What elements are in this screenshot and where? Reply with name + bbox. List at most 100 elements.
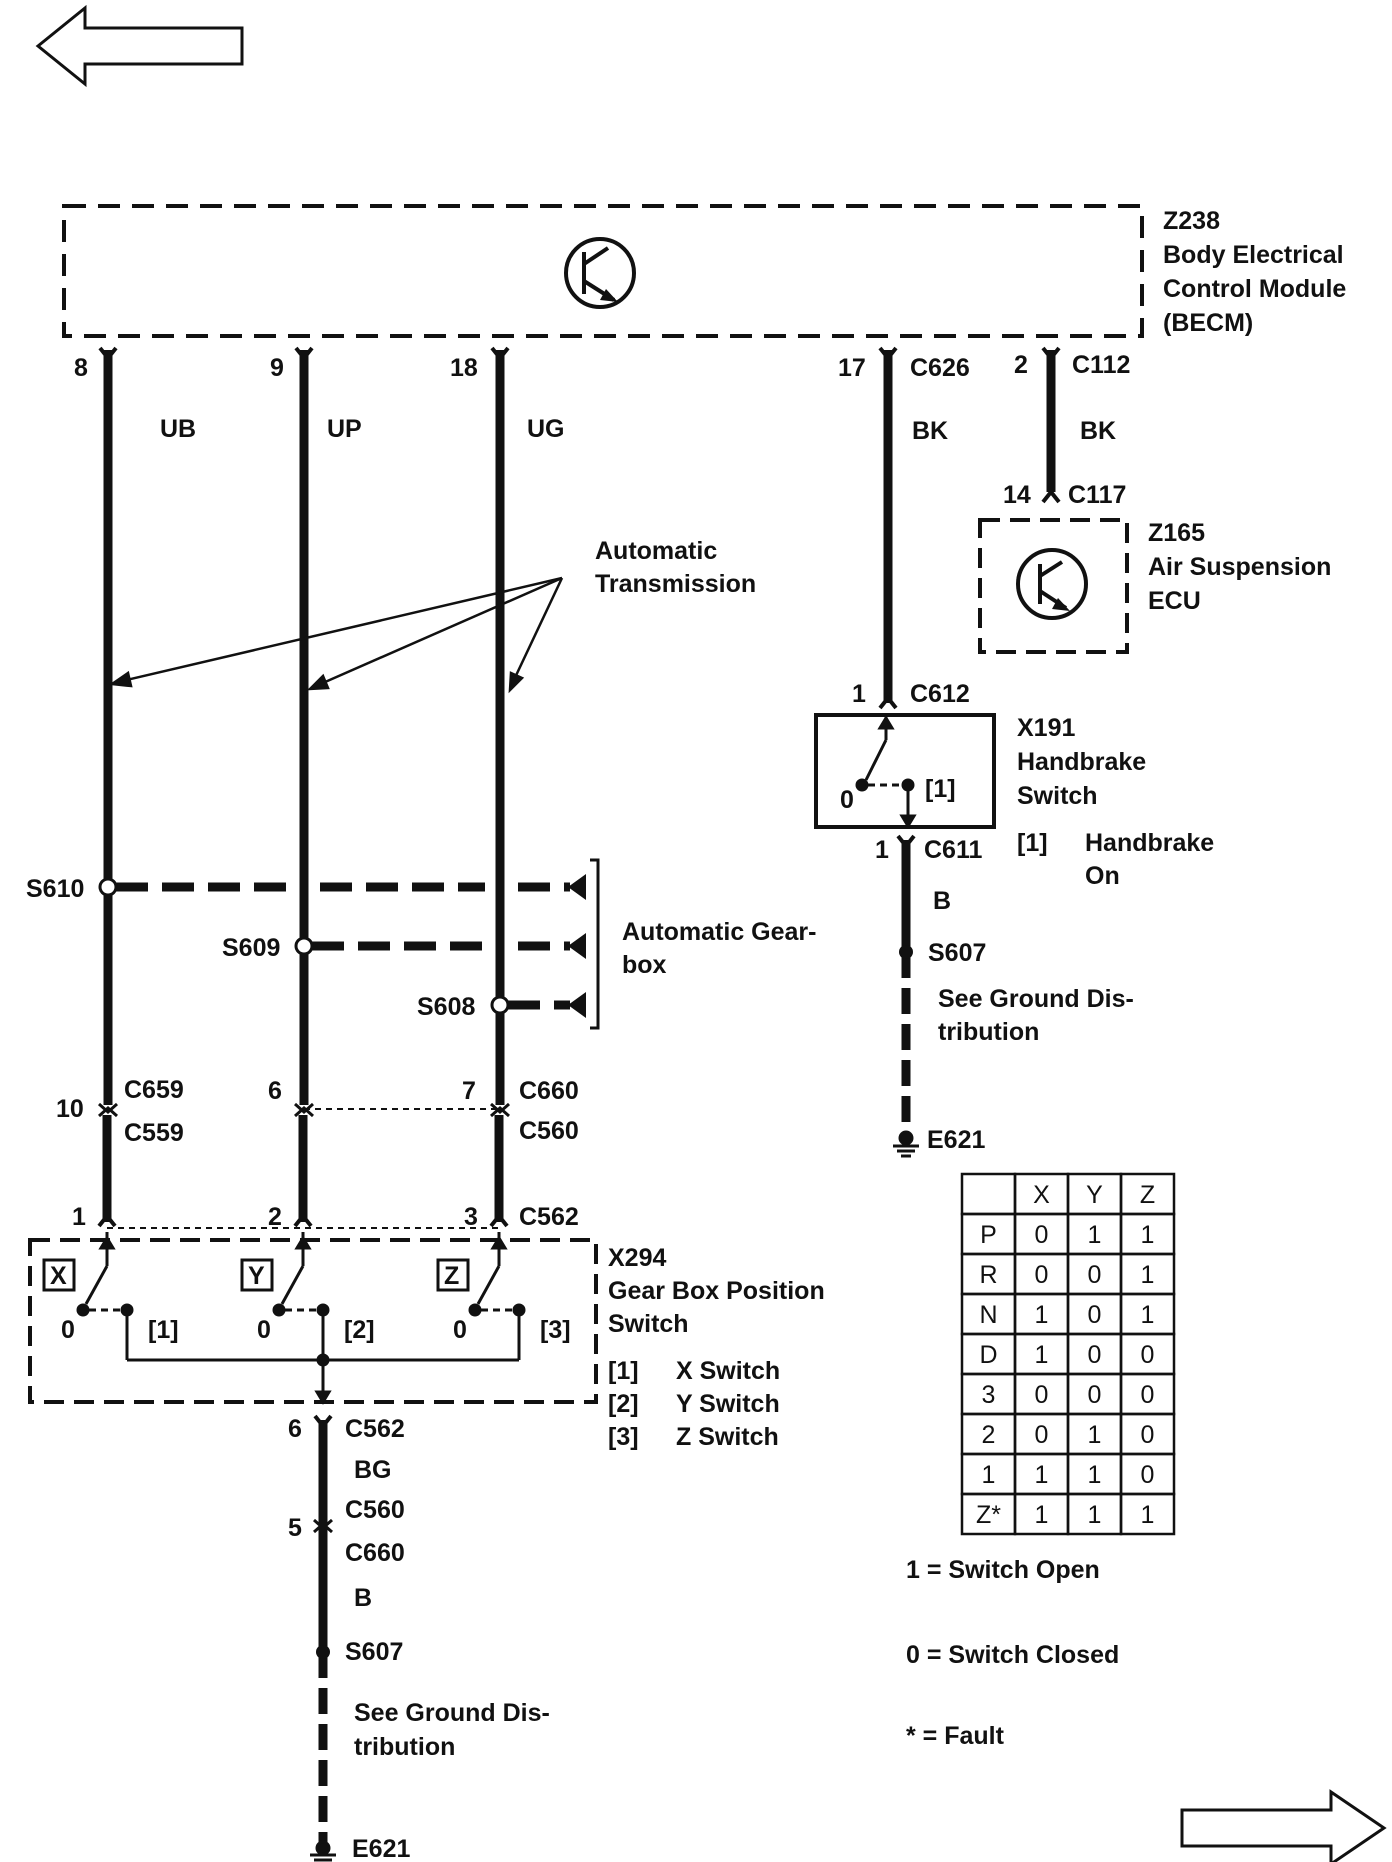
handbrake-id: X191 <box>1017 714 1075 742</box>
transistor-icon <box>564 237 636 309</box>
switch-z-note: [3] <box>540 1316 571 1344</box>
switch-y-label: Y <box>248 1262 265 1290</box>
pin-7: 7 <box>462 1077 476 1105</box>
truth-table-value: 1 <box>1035 1301 1049 1329</box>
handbrake-pos-1: [1] <box>925 775 956 803</box>
gbps-legend-text-1: X Switch <box>676 1357 780 1385</box>
truth-table-value: 0 <box>1088 1261 1102 1289</box>
becm-module-box <box>62 204 1144 338</box>
truth-table-value: 1 <box>1035 1341 1049 1369</box>
legend-open: 1 = Switch Open <box>906 1556 1100 1584</box>
gearbox-bracket <box>590 858 600 1030</box>
wire-b-1: B <box>933 887 951 915</box>
connector-c562: C562 <box>519 1203 579 1231</box>
becm-name-line1: Body Electrical <box>1163 241 1344 269</box>
truth-table-value: 2 <box>982 1421 996 1449</box>
splice-lines <box>116 882 570 1010</box>
gearbox-note-line1: Automatic Gear- <box>622 918 816 946</box>
splice-dot-s610 <box>98 877 118 897</box>
becm-id: Z238 <box>1163 207 1220 235</box>
gbps-legend-text-3: Z Switch <box>676 1423 779 1451</box>
pin-10: 10 <box>56 1095 84 1123</box>
ground-icon <box>893 1130 919 1158</box>
connector-c560-b: C560 <box>345 1496 405 1524</box>
legend-closed: 0 = Switch Closed <box>906 1641 1119 1669</box>
truth-table-value: P <box>980 1221 997 1249</box>
inline-connectors <box>98 1102 510 1118</box>
ecu-name-line1: Air Suspension <box>1148 553 1331 581</box>
ground-note-line2: tribution <box>938 1018 1039 1046</box>
forward-arrow-icon[interactable] <box>1180 1789 1387 1862</box>
truth-table-value: 0 <box>1088 1301 1102 1329</box>
air-suspension-ecu-box <box>978 518 1129 654</box>
becm-name-line3: (BECM) <box>1163 309 1253 337</box>
truth-table-value: 1 <box>1141 1501 1155 1529</box>
switch-x-label-box <box>42 1258 76 1292</box>
switch-y-pos0: 0 <box>257 1316 271 1344</box>
splice-dot-s609 <box>294 936 314 956</box>
truth-table-header: X <box>1033 1181 1050 1209</box>
handbrake-note-line2: On <box>1085 862 1120 890</box>
pin-1-c612: 1 <box>852 680 866 708</box>
switch-z-label-box <box>436 1258 470 1292</box>
switch-x-icon <box>76 1232 134 1317</box>
inline-connector-c560 <box>313 1518 333 1534</box>
pin-17: 17 <box>838 354 866 382</box>
truth-table-value: 0 <box>1141 1381 1155 1409</box>
switch-z-pos0: 0 <box>453 1316 467 1344</box>
switch-x-pos0: 0 <box>61 1316 75 1344</box>
gbps-id: X294 <box>608 1244 666 1272</box>
truth-table-value: 1 <box>1035 1501 1049 1529</box>
gear-box-position-switch-box <box>28 1238 598 1404</box>
splice-s607-a: S607 <box>928 939 986 967</box>
wire-up: UP <box>327 415 362 443</box>
pin-6-c562: 6 <box>288 1415 302 1443</box>
connector-c117: C117 <box>1068 481 1126 509</box>
back-arrow-icon[interactable] <box>35 4 244 88</box>
wire-ub: UB <box>160 415 196 443</box>
truth-table-value: 1 <box>1141 1301 1155 1329</box>
connector-c660: C660 <box>519 1077 579 1105</box>
wire-ug: UG <box>527 415 565 443</box>
truth-table-header: Z <box>1140 1181 1155 1209</box>
auto-trans-leaders <box>108 576 564 694</box>
truth-table-cell <box>1119 1492 1176 1536</box>
wire-bg: BG <box>354 1456 392 1484</box>
switch-pin-3: 3 <box>464 1203 478 1231</box>
pin-1-c611: 1 <box>875 836 889 864</box>
ecu-id: Z165 <box>1148 519 1205 547</box>
connector-c559: C559 <box>124 1119 184 1147</box>
gbps-name-line2: Switch <box>608 1310 689 1338</box>
splice-dot <box>899 945 913 959</box>
truth-table-value: 1 <box>1088 1421 1102 1449</box>
ecu-name-line2: ECU <box>1148 587 1201 615</box>
pin-18: 18 <box>450 354 478 382</box>
splice-s610: S610 <box>26 875 84 903</box>
connector-c562-b: C562 <box>345 1415 405 1443</box>
connector-c660-b: C660 <box>345 1539 405 1567</box>
splice-s609: S609 <box>222 934 280 962</box>
truth-table-value: 0 <box>1035 1421 1049 1449</box>
connector-c659: C659 <box>124 1076 184 1104</box>
gbps-legend-key-3: [3] <box>608 1423 639 1451</box>
gbps-legend-text-2: Y Switch <box>676 1390 780 1418</box>
ground-note-line1: See Ground Dis- <box>938 985 1134 1013</box>
truth-table-value: 0 <box>1141 1461 1155 1489</box>
truth-table-value: 0 <box>1035 1381 1049 1409</box>
connector-c112: C112 <box>1072 351 1130 379</box>
truth-table-value: 0 <box>1035 1221 1049 1249</box>
truth-table-header: Y <box>1086 1181 1103 1209</box>
pin-8: 8 <box>74 354 88 382</box>
wire-bk-1: BK <box>912 417 948 445</box>
gbps-legend-key-2: [2] <box>608 1390 639 1418</box>
auto-trans-line2: Transmission <box>595 570 756 598</box>
switch-pin-2: 2 <box>268 1203 282 1231</box>
connector-c626: C626 <box>910 354 970 382</box>
ground-note2-line1: See Ground Dis- <box>354 1699 550 1727</box>
ground-icon <box>310 1840 336 1862</box>
connector-c611: C611 <box>924 836 982 864</box>
ground-e621-b: E621 <box>352 1835 410 1862</box>
becm-name-line2: Control Module <box>1163 275 1346 303</box>
truth-table-value: 1 <box>1141 1261 1155 1289</box>
